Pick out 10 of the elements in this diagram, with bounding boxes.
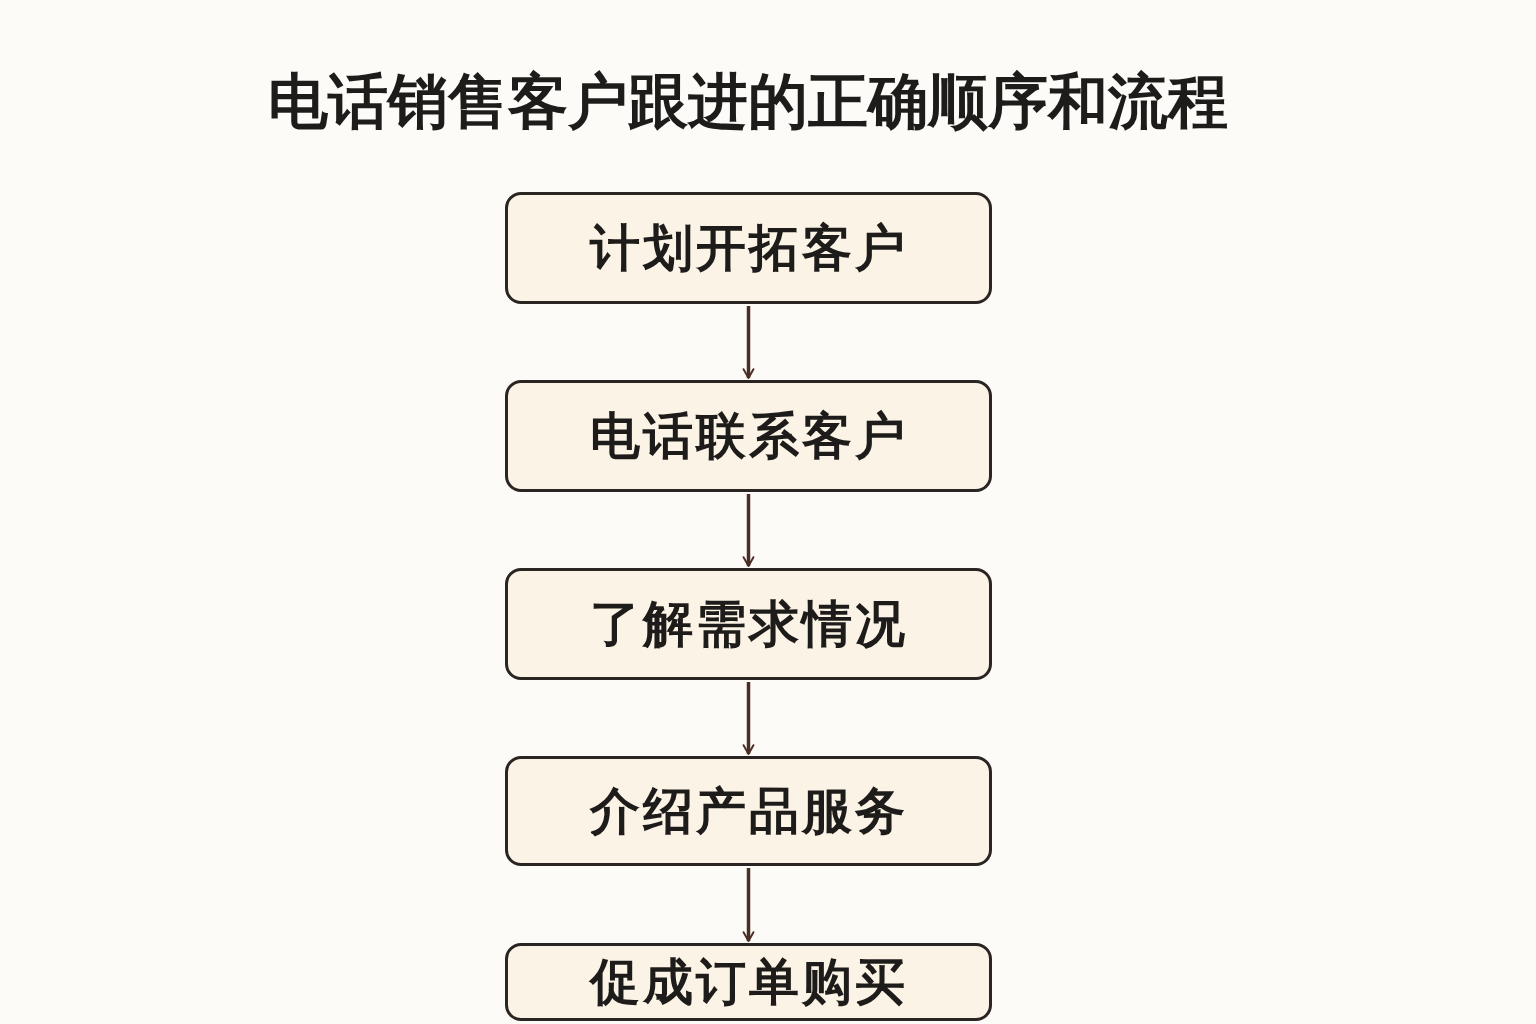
process-box: 了解需求情况 xyxy=(505,568,992,680)
process-box: 计划开拓客户 xyxy=(505,192,992,304)
arrow xyxy=(742,306,755,379)
title: 电话销售客户跟进的正确顺序和流程 xyxy=(267,65,1229,138)
process-box: 介绍产品服务 xyxy=(505,756,992,866)
arrow xyxy=(742,494,755,567)
arrow xyxy=(742,868,755,942)
process-box: 电话联系客户 xyxy=(505,380,992,492)
arrow xyxy=(742,682,755,755)
process-box: 促成订单购买 xyxy=(505,943,992,1021)
